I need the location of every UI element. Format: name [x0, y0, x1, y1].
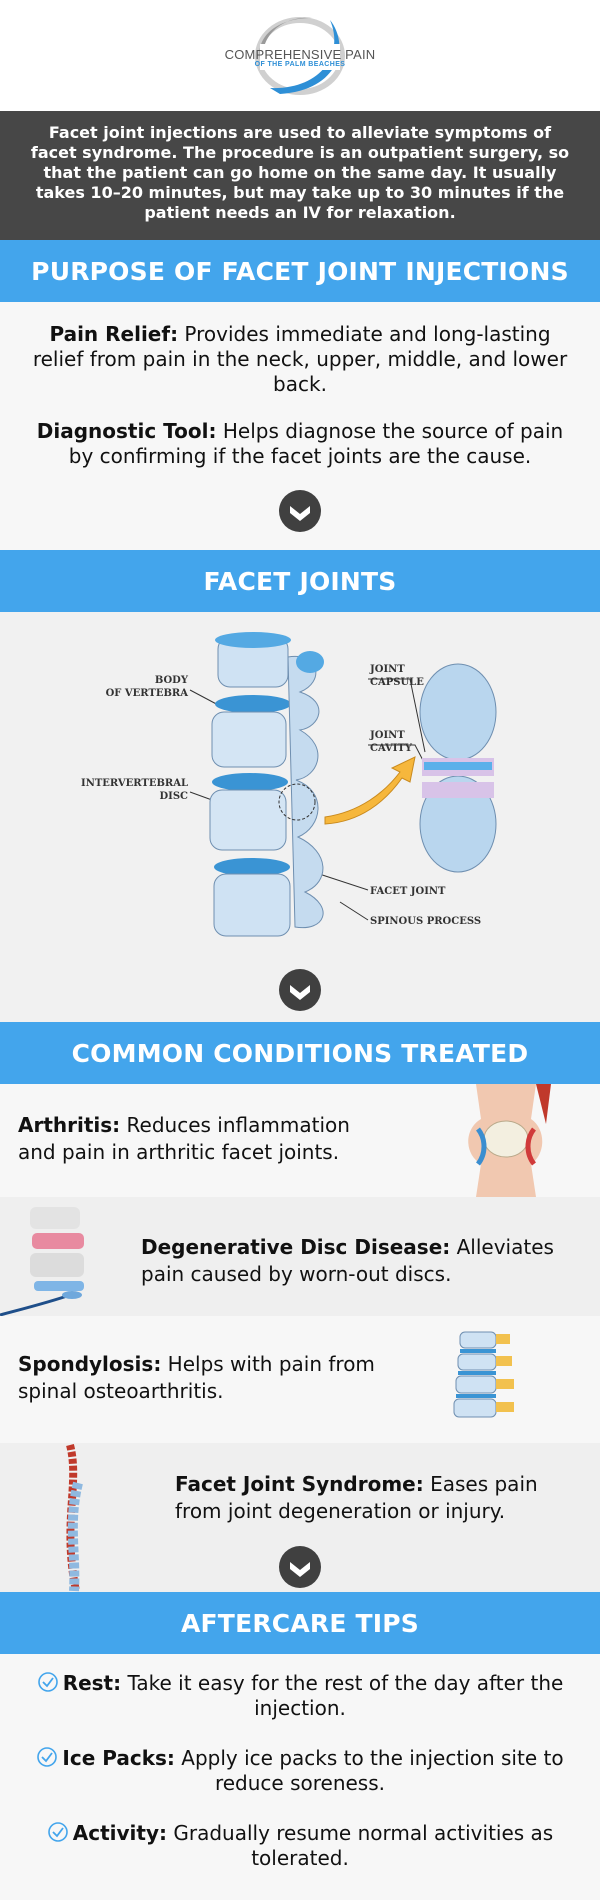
knee-image — [468, 1084, 551, 1197]
condition-degenerative-disc-disease: Degenerative Disc Disease: Alleviates pa… — [0, 1197, 600, 1316]
condition-term: Degenerative Disc Disease: — [141, 1235, 451, 1259]
intro-paragraph: Facet joint injections are used to allev… — [0, 111, 600, 240]
aftercare-heading: AFTERCARE TIPS — [0, 1592, 600, 1654]
aftercare-term: Ice Packs: — [62, 1746, 175, 1770]
aftercare-section: Rest: Take it easy for the rest of the d… — [0, 1654, 600, 1900]
purpose-text: Provides immediate and long-lasting reli… — [32, 322, 568, 396]
condition-term: Arthritis: — [18, 1113, 121, 1137]
spine-diagram: BODY OF VERTEBRA INTERVERTEBRAL DISC JOI… — [81, 632, 497, 937]
chevron-down-icon — [279, 969, 321, 1011]
joint-closeup-illustration — [419, 663, 497, 873]
label-joint-cavity-2: CAVITY — [370, 743, 413, 754]
aftercare-text: Take it easy for the rest of the day aft… — [121, 1671, 564, 1720]
aftercare-item-rest: Rest: Take it easy for the rest of the d… — [30, 1671, 570, 1721]
vertebrae-illustration — [209, 632, 324, 937]
aftercare-item-ice-packs: Ice Packs: Apply ice packs to the inject… — [30, 1746, 570, 1796]
facet-joints-section: BODY OF VERTEBRA INTERVERTEBRAL DISC JOI… — [0, 612, 600, 1022]
condition-arthritis: Arthritis: Reduces inflammation and pain… — [0, 1084, 600, 1197]
label-intervertebral: INTERVERTEBRAL — [81, 778, 188, 789]
label-of-vertebra: OF VERTEBRA — [106, 688, 189, 699]
conditions-heading: COMMON CONDITIONS TREATED — [0, 1022, 600, 1084]
purpose-item-pain-relief: Pain Relief: Provides immediate and long… — [30, 322, 570, 397]
logo-subtext: OF THE PALM BEACHES — [254, 61, 346, 68]
check-circle-icon — [37, 1672, 58, 1692]
check-circle-icon — [47, 1822, 68, 1842]
condition-description: Helps with pain from spinal osteoarthrit… — [18, 1352, 375, 1403]
logo-swoosh-icon — [255, 17, 345, 95]
purpose-term: Pain Relief: — [49, 322, 179, 346]
condition-facet-joint-syndrome: Facet Joint Syndrome: Eases pain from jo… — [0, 1443, 600, 1592]
disc-image — [0, 1207, 84, 1316]
label-spinous-process: SPINOUS PROCESS — [370, 916, 481, 927]
arrow-icon — [324, 756, 416, 825]
condition-text: Arthritis: Reduces inflammation and pain… — [18, 1112, 358, 1166]
aftercare-term: Activity: — [72, 1821, 167, 1845]
aftercare-item-activity: Activity: Gradually resume normal activi… — [30, 1821, 570, 1871]
condition-description: Alleviates pain caused by worn-out discs… — [141, 1235, 554, 1286]
chevron-down-icon — [279, 490, 321, 532]
aftercare-text: Apply ice packs to the injection site to… — [174, 1746, 564, 1795]
aftercare-term: Rest: — [62, 1671, 122, 1695]
label-disc: DISC — [159, 791, 188, 802]
label-facet-joint: FACET JOINT — [370, 886, 446, 897]
condition-description: Eases pain from joint degeneration or in… — [175, 1472, 538, 1523]
purpose-section: Pain Relief: Provides immediate and long… — [0, 302, 600, 550]
label-joint-capsule-2: CAPSULE — [370, 677, 424, 688]
label-joint-capsule-1: JOINT — [369, 664, 405, 675]
full-spine-image — [66, 1443, 83, 1592]
logo-header: COMPREHENSIVE PAIN OF THE PALM BEACHES — [0, 0, 600, 111]
check-circle-icon — [37, 1747, 58, 1767]
purpose-term: Diagnostic Tool: — [36, 419, 217, 443]
condition-text: Facet Joint Syndrome: Eases pain from jo… — [175, 1471, 585, 1525]
condition-term: Spondylosis: — [18, 1352, 162, 1376]
condition-description: Reduces inflammation and pain in arthrit… — [18, 1113, 350, 1164]
condition-spondylosis: Spondylosis: Helps with pain from spinal… — [0, 1316, 600, 1443]
purpose-text: Helps diagnose the source of pain by con… — [68, 419, 564, 468]
condition-term: Facet Joint Syndrome: — [175, 1472, 424, 1496]
condition-text: Degenerative Disc Disease: Alleviates pa… — [141, 1234, 586, 1288]
aftercare-text: Gradually resume normal activities as to… — [167, 1821, 554, 1870]
chevron-down-icon — [279, 1546, 321, 1588]
label-body: BODY — [155, 675, 189, 686]
condition-text: Spondylosis: Helps with pain from spinal… — [18, 1351, 408, 1405]
logo-text: COMPREHENSIVE PAIN — [224, 47, 376, 62]
purpose-heading: PURPOSE OF FACET JOINT INJECTIONS — [0, 240, 600, 302]
spondylosis-spine-image — [453, 1331, 514, 1418]
label-joint-cavity-1: JOINT — [369, 730, 405, 741]
facet-joints-heading: FACET JOINTS — [0, 550, 600, 612]
purpose-item-diagnostic-tool: Diagnostic Tool: Helps diagnose the sour… — [30, 419, 570, 469]
